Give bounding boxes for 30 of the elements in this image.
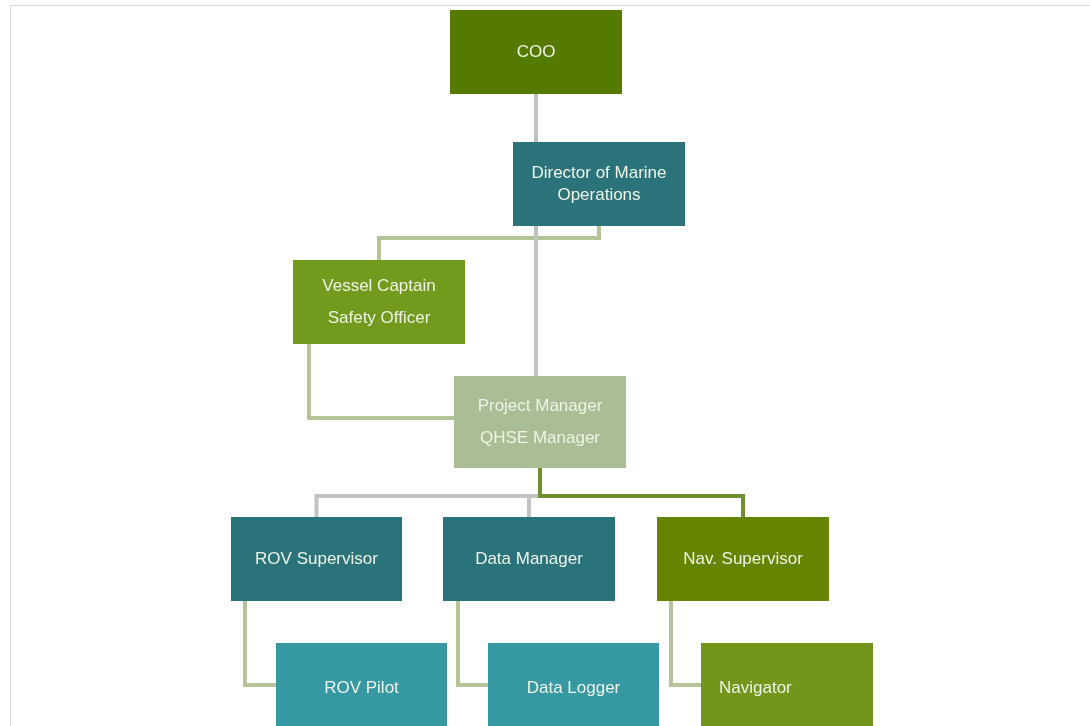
role-title: ROV Supervisor — [255, 547, 378, 570]
role-title: Project Manager — [477, 394, 603, 417]
org-box — [513, 142, 685, 226]
org-box — [488, 643, 659, 726]
role-title: Safety Officer — [327, 307, 431, 329]
org-box — [454, 376, 626, 468]
connector-line — [534, 226, 538, 376]
role-title: QHSE Manager — [480, 427, 600, 449]
role-title: Data Manager — [475, 547, 583, 570]
org-box — [231, 517, 402, 601]
org-box — [657, 517, 829, 601]
role-title: Navigator — [719, 676, 792, 699]
org-box — [450, 10, 622, 94]
connector-line — [456, 601, 488, 687]
role-title: COO — [516, 40, 556, 63]
role-title: ROV Pilot — [324, 676, 399, 699]
org-box — [293, 260, 465, 344]
connector-line — [377, 226, 601, 260]
role-title: Data Logger — [526, 676, 621, 699]
org-box — [701, 643, 873, 726]
connector-line — [669, 601, 701, 687]
role-title: Director of Marine Operations — [530, 161, 668, 206]
connector-line — [538, 468, 745, 517]
role-title: Nav. Supervisor — [683, 547, 803, 570]
connector-line — [243, 601, 276, 687]
org-box — [443, 517, 615, 601]
connector-line — [307, 344, 454, 420]
org-box — [276, 643, 447, 726]
role-title: Vessel Captain — [322, 274, 436, 297]
connector-line — [534, 94, 538, 142]
